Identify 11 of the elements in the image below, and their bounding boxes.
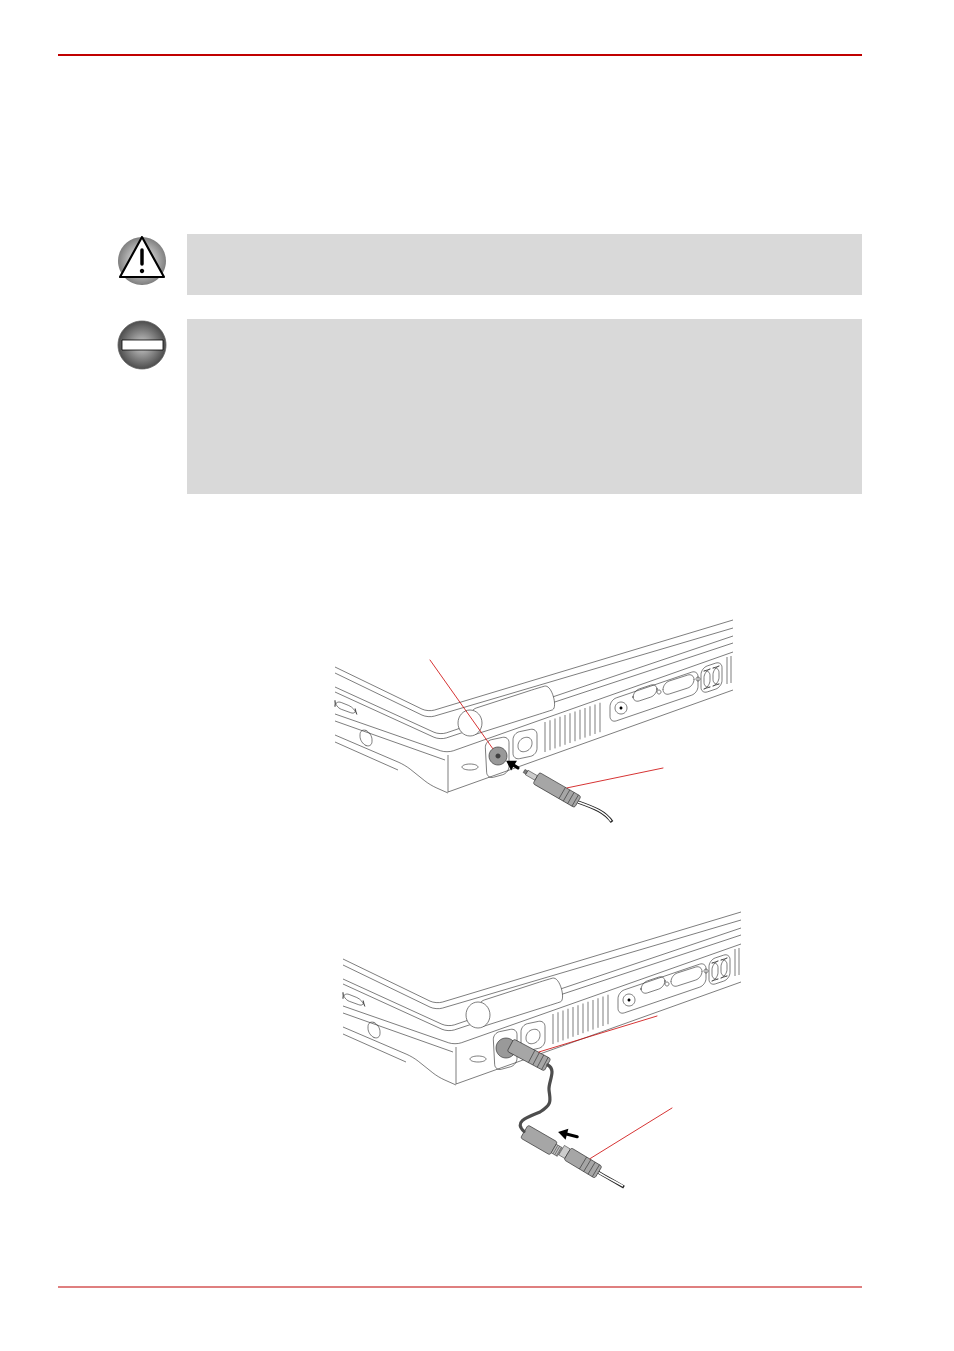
- plug: [558, 1145, 602, 1178]
- leader-line: [538, 1015, 658, 1053]
- cable: [518, 1063, 554, 1133]
- adapter-plug: [520, 1125, 563, 1157]
- leader-line: [429, 659, 493, 749]
- leader-line: [566, 767, 664, 789]
- plug: [507, 1039, 551, 1071]
- jack-socket: [488, 746, 508, 766]
- leader-line: [589, 1107, 673, 1160]
- plug: [522, 769, 581, 808]
- arrow: [506, 760, 520, 771]
